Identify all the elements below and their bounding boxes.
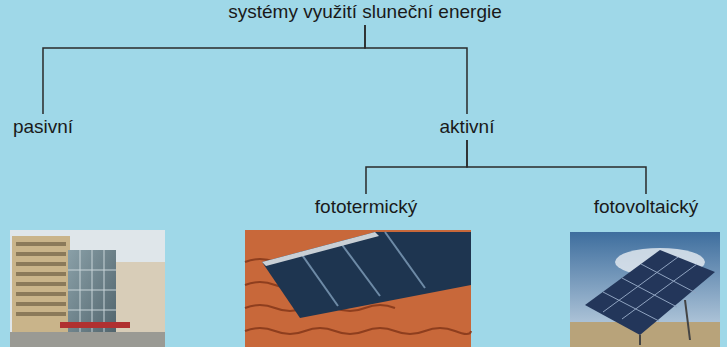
tree-connector <box>365 25 467 114</box>
tree-node: pasivní <box>10 115 76 139</box>
node-label: fotovoltaický <box>594 196 699 218</box>
photovoltaic-photo <box>570 232 720 347</box>
solar-thermal-photo <box>245 230 471 347</box>
node-label: aktivní <box>440 116 495 138</box>
node-label: fototermický <box>315 196 417 218</box>
tree-node: fototermický <box>312 195 420 219</box>
tree-connector <box>366 140 467 194</box>
tree-node: aktivní <box>437 115 498 139</box>
node-label: pasivní <box>13 116 73 138</box>
building-photo <box>10 230 165 347</box>
tree-connector <box>43 25 365 114</box>
node-label: systémy využití sluneční energie <box>228 1 502 23</box>
tree-node: systémy využití sluneční energie <box>225 0 505 24</box>
tree-node: fotovoltaický <box>591 195 702 219</box>
tree-connector <box>467 140 646 194</box>
